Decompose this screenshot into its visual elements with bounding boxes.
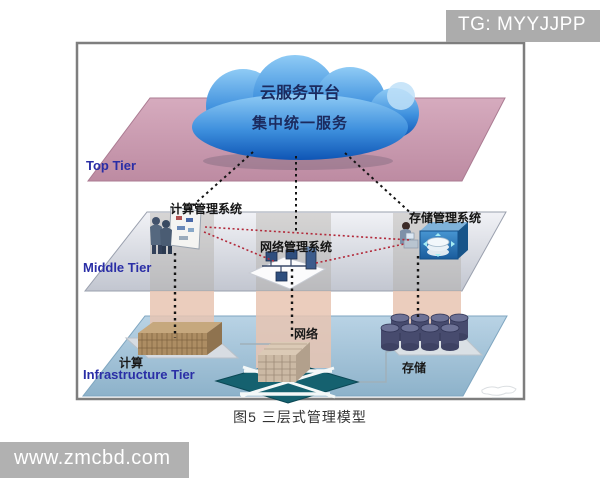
corner-watermark	[481, 385, 517, 399]
cloud-platform-title: 云服务平台	[259, 85, 340, 102]
resource-label-computing: 计算	[119, 356, 144, 370]
tier-label-middle: Middle Tier	[83, 260, 152, 275]
system-to-resource-links	[173, 253, 420, 340]
operator-storage-array-icon	[400, 222, 468, 260]
server-rack-icon	[124, 322, 240, 359]
cloud-platform-subtitle: 集中统一服务	[251, 115, 348, 132]
system-label-computing-management: 计算管理系统	[170, 202, 243, 216]
resource-label-storage: 存储	[402, 361, 427, 375]
resource-label-network: 网络	[294, 327, 319, 341]
system-peer-links	[203, 226, 411, 264]
figure-caption: 图5 三层式管理模型	[233, 409, 367, 425]
system-label-network-management: 网络管理系统	[260, 240, 333, 254]
people-whiteboard-icon	[150, 206, 202, 254]
tier-label-infrastructure: Infrastructure Tier	[83, 367, 195, 382]
cloud-to-system-links	[188, 151, 415, 233]
network-workstations-icon	[247, 246, 327, 290]
tier-label-top: Top Tier	[86, 158, 137, 173]
system-label-storage-management: 存储管理系统	[409, 211, 482, 225]
site-watermark-badge: www.zmcbd.com	[0, 442, 189, 478]
tg-watermark-badge: TG: MYYJJPP	[446, 10, 600, 42]
switch-cube-icon	[214, 342, 360, 404]
disk-cylinders-icon	[380, 313, 484, 356]
cloud-icon	[192, 55, 419, 160]
